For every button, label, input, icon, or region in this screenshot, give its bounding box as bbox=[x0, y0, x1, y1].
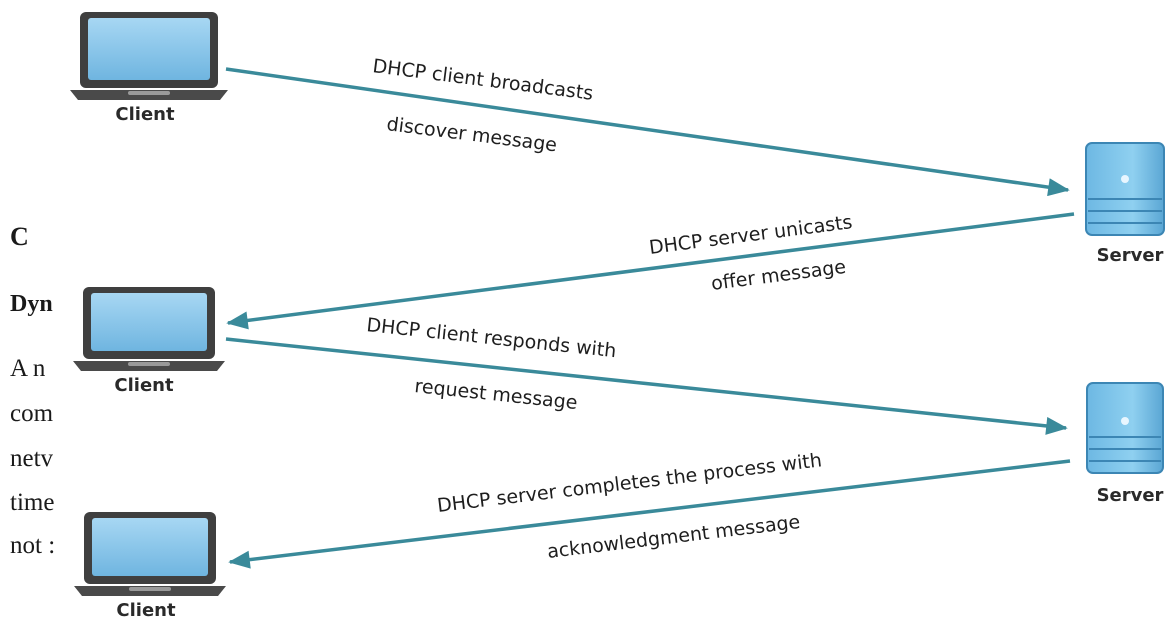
doc-line: not : bbox=[10, 532, 56, 559]
server-node-1: Server bbox=[1085, 142, 1165, 266]
server-label: Server bbox=[1097, 245, 1164, 266]
acknowledgment-arrow bbox=[228, 459, 1071, 569]
server-tower-icon bbox=[1086, 382, 1164, 474]
client-node-3: Client bbox=[74, 512, 226, 621]
laptop-icon bbox=[74, 512, 226, 596]
server-node-2: Server bbox=[1086, 382, 1164, 506]
discover-message-line2: discover message bbox=[385, 113, 558, 156]
server-tower-icon bbox=[1085, 142, 1165, 236]
offer-arrow bbox=[226, 212, 1075, 330]
doc-line: com bbox=[10, 400, 54, 427]
doc-line: time bbox=[10, 489, 55, 516]
client-node-1: Client bbox=[70, 12, 228, 125]
discover-arrow bbox=[225, 67, 1070, 197]
request-arrow bbox=[225, 337, 1068, 435]
doc-subheading: Dyn bbox=[10, 291, 53, 317]
request-message-line2: request message bbox=[413, 375, 578, 414]
offer-message-line1: DHCP server unicasts bbox=[648, 211, 854, 259]
offer-message-line2: offer message bbox=[710, 256, 847, 295]
client-label: Client bbox=[114, 375, 174, 396]
acknowledgment-message-line1: DHCP server completes the process with bbox=[436, 449, 823, 517]
laptop-icon bbox=[73, 287, 225, 371]
doc-line: A n bbox=[10, 355, 46, 382]
client-node-2: Client bbox=[73, 287, 225, 396]
discover-message-line1: DHCP client broadcasts bbox=[371, 55, 594, 105]
doc-heading-letter: C bbox=[10, 222, 29, 251]
laptop-icon bbox=[70, 12, 228, 100]
client-label: Client bbox=[116, 600, 176, 621]
client-label: Client bbox=[115, 104, 175, 125]
server-label: Server bbox=[1097, 485, 1164, 506]
request-message-line1: DHCP client responds with bbox=[365, 314, 617, 362]
doc-line: netv bbox=[10, 445, 54, 472]
